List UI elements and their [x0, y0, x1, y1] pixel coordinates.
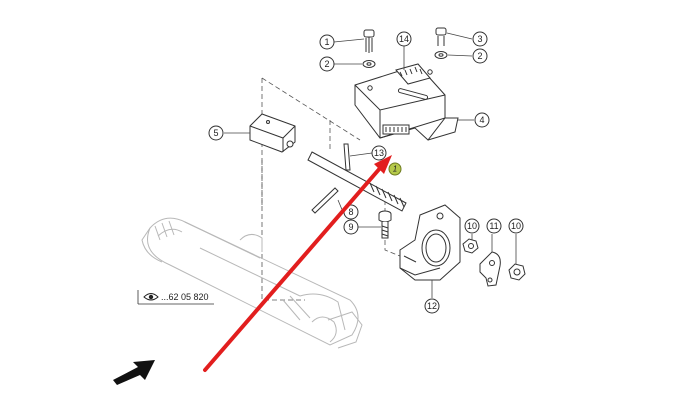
callout-10-left: 10	[464, 218, 480, 234]
screw-right	[434, 27, 448, 59]
screw-left	[362, 29, 376, 68]
svg-text:12: 12	[427, 301, 437, 311]
svg-text:2: 2	[477, 51, 482, 61]
actuator-cylinder	[141, 217, 363, 349]
nut-lower	[508, 263, 526, 281]
svg-text:4: 4	[479, 115, 484, 125]
reference-code: ...62 05 820	[161, 292, 209, 302]
pins	[311, 143, 351, 214]
svg-text:10: 10	[511, 221, 521, 231]
callout-10-right: 10	[508, 218, 524, 234]
svg-text:13: 13	[374, 148, 384, 158]
sliding-block	[249, 113, 296, 153]
bracket-plate	[354, 63, 459, 141]
callout-4: 4	[474, 112, 490, 128]
callout-2-left: 2	[319, 56, 335, 72]
svg-text:1: 1	[393, 165, 397, 174]
nut-upper	[462, 238, 479, 254]
callout-14: 14	[396, 31, 412, 47]
red-pointer-arrow	[203, 155, 392, 372]
callout-9: 9	[343, 219, 359, 235]
direction-arrow-icon	[113, 360, 155, 385]
callout-1: 1	[319, 34, 335, 50]
svg-text:9: 9	[348, 222, 353, 232]
svg-text:2: 2	[324, 59, 329, 69]
callout-13: 13	[371, 145, 387, 161]
callout-3: 3	[472, 31, 488, 47]
callout-12: 12	[424, 298, 440, 314]
threaded-rod	[307, 151, 407, 212]
bolt	[378, 210, 392, 239]
svg-text:1: 1	[324, 37, 329, 47]
callout-5: 5	[208, 125, 224, 141]
svg-text:11: 11	[489, 221, 498, 231]
svg-text:3: 3	[477, 34, 482, 44]
callout-11: 11	[486, 218, 502, 234]
svg-text:14: 14	[399, 34, 409, 44]
reference-label: ...62 05 820	[137, 290, 214, 305]
lock-plate	[479, 251, 501, 287]
svg-text:5: 5	[213, 128, 218, 138]
eye-icon	[143, 293, 159, 301]
svg-text:8: 8	[348, 207, 353, 217]
clamp	[399, 204, 461, 281]
highlight-marker: 1	[388, 162, 402, 176]
svg-text:10: 10	[467, 221, 477, 231]
callout-2-right: 2	[472, 48, 488, 64]
leader-lines	[224, 32, 517, 298]
